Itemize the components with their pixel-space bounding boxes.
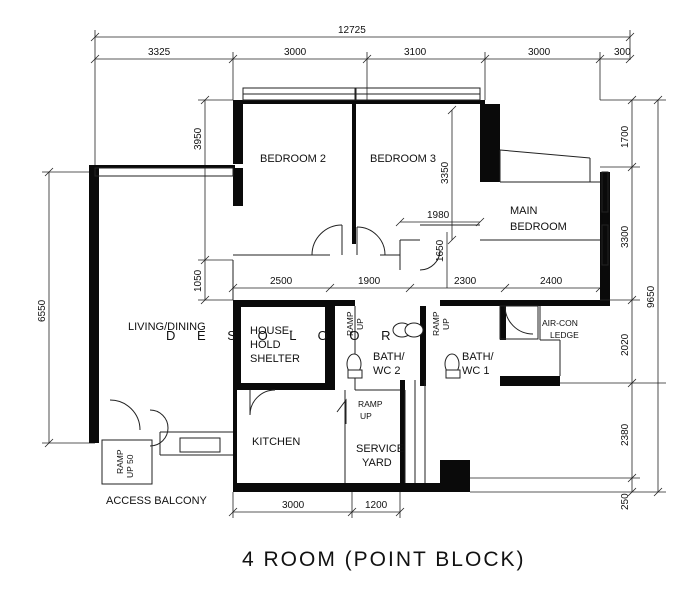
dim-mid-3: 2300 (454, 276, 477, 287)
room-label-bath2-2: WC 2 (373, 365, 401, 377)
ramp-label-d-2: UP 50 (125, 454, 135, 478)
dim-top-1: 3325 (148, 47, 171, 58)
dim-bottom-2: 1200 (365, 500, 388, 511)
ramp-label-c-1: RAMP (358, 399, 383, 409)
room-label-aircon-1: AIR-CON (542, 318, 578, 328)
sanitary-fixtures (101, 305, 539, 485)
room-label-main-2: BEDROOM (510, 221, 567, 233)
dim-top-4: 3000 (528, 47, 551, 58)
dim-left-bed-2: 1050 (193, 269, 204, 292)
dim-main-bed-door: 1650 (435, 239, 446, 262)
dim-main-bed-width: 1980 (427, 210, 450, 221)
dim-mid-1: 2500 (270, 276, 293, 287)
dim-right-1: 1700 (620, 125, 631, 148)
room-label-living-dining: LIVING/DINING (128, 321, 206, 333)
room-label-aircon-2: LEDGE (550, 330, 579, 340)
room-label-bedroom-3: BEDROOM 3 (370, 153, 436, 165)
dim-top-3: 3100 (404, 47, 427, 58)
dim-bed3-height: 3350 (440, 161, 451, 184)
dim-left-bed-1: 3950 (193, 127, 204, 150)
ramp-label-a-2: UP (355, 318, 365, 330)
ramp-label-d-1: RAMP (115, 449, 125, 474)
room-label-bath2-1: BATH/ (373, 351, 406, 363)
dim-mid-4: 2400 (540, 276, 563, 287)
watermark: D E S O L O O R (166, 328, 399, 343)
windows (94, 87, 609, 266)
room-label-bath1-2: WC 1 (462, 365, 490, 377)
dim-mid-2: 1900 (358, 276, 381, 287)
dim-bottom-1: 3000 (282, 500, 305, 511)
room-label-household-3: SHELTER (250, 353, 300, 365)
ramp-label-a-1: RAMP (345, 311, 355, 336)
plan-caption: 4 ROOM (POINT BLOCK) (242, 548, 525, 571)
dim-right-total: 9650 (646, 285, 657, 308)
room-label-bath1-1: BATH/ (462, 351, 495, 363)
dim-right-5: 250 (620, 493, 631, 510)
dim-top-5: 300 (614, 47, 631, 58)
dim-overall-width: 12725 (338, 25, 366, 36)
dimension-lines (42, 30, 666, 518)
dim-top-2: 3000 (284, 47, 307, 58)
dim-right-4: 2380 (620, 423, 631, 446)
room-label-bedroom-2: BEDROOM 2 (260, 153, 326, 165)
room-label-access-balcony: ACCESS BALCONY (106, 495, 208, 507)
room-label-service-1: SERVICE (356, 443, 404, 455)
dim-right-2: 3300 (620, 225, 631, 248)
interior-lines (159, 149, 610, 483)
ramp-label-b-2: UP (441, 318, 451, 330)
room-label-household-1: HOUSE- (250, 325, 293, 337)
dim-left-total: 6550 (37, 299, 48, 322)
ramp-label-c-2: UP (360, 411, 372, 421)
dim-right-3: 2020 (620, 333, 631, 356)
walls (89, 100, 610, 492)
ramp-label-b-1: RAMP (431, 311, 441, 336)
room-label-service-2: YARD (362, 457, 392, 469)
room-label-main-1: MAIN (510, 205, 538, 217)
room-label-kitchen: KITCHEN (252, 436, 300, 448)
door-swings (109, 224, 534, 447)
room-label-household-2: HOLD (250, 339, 281, 351)
